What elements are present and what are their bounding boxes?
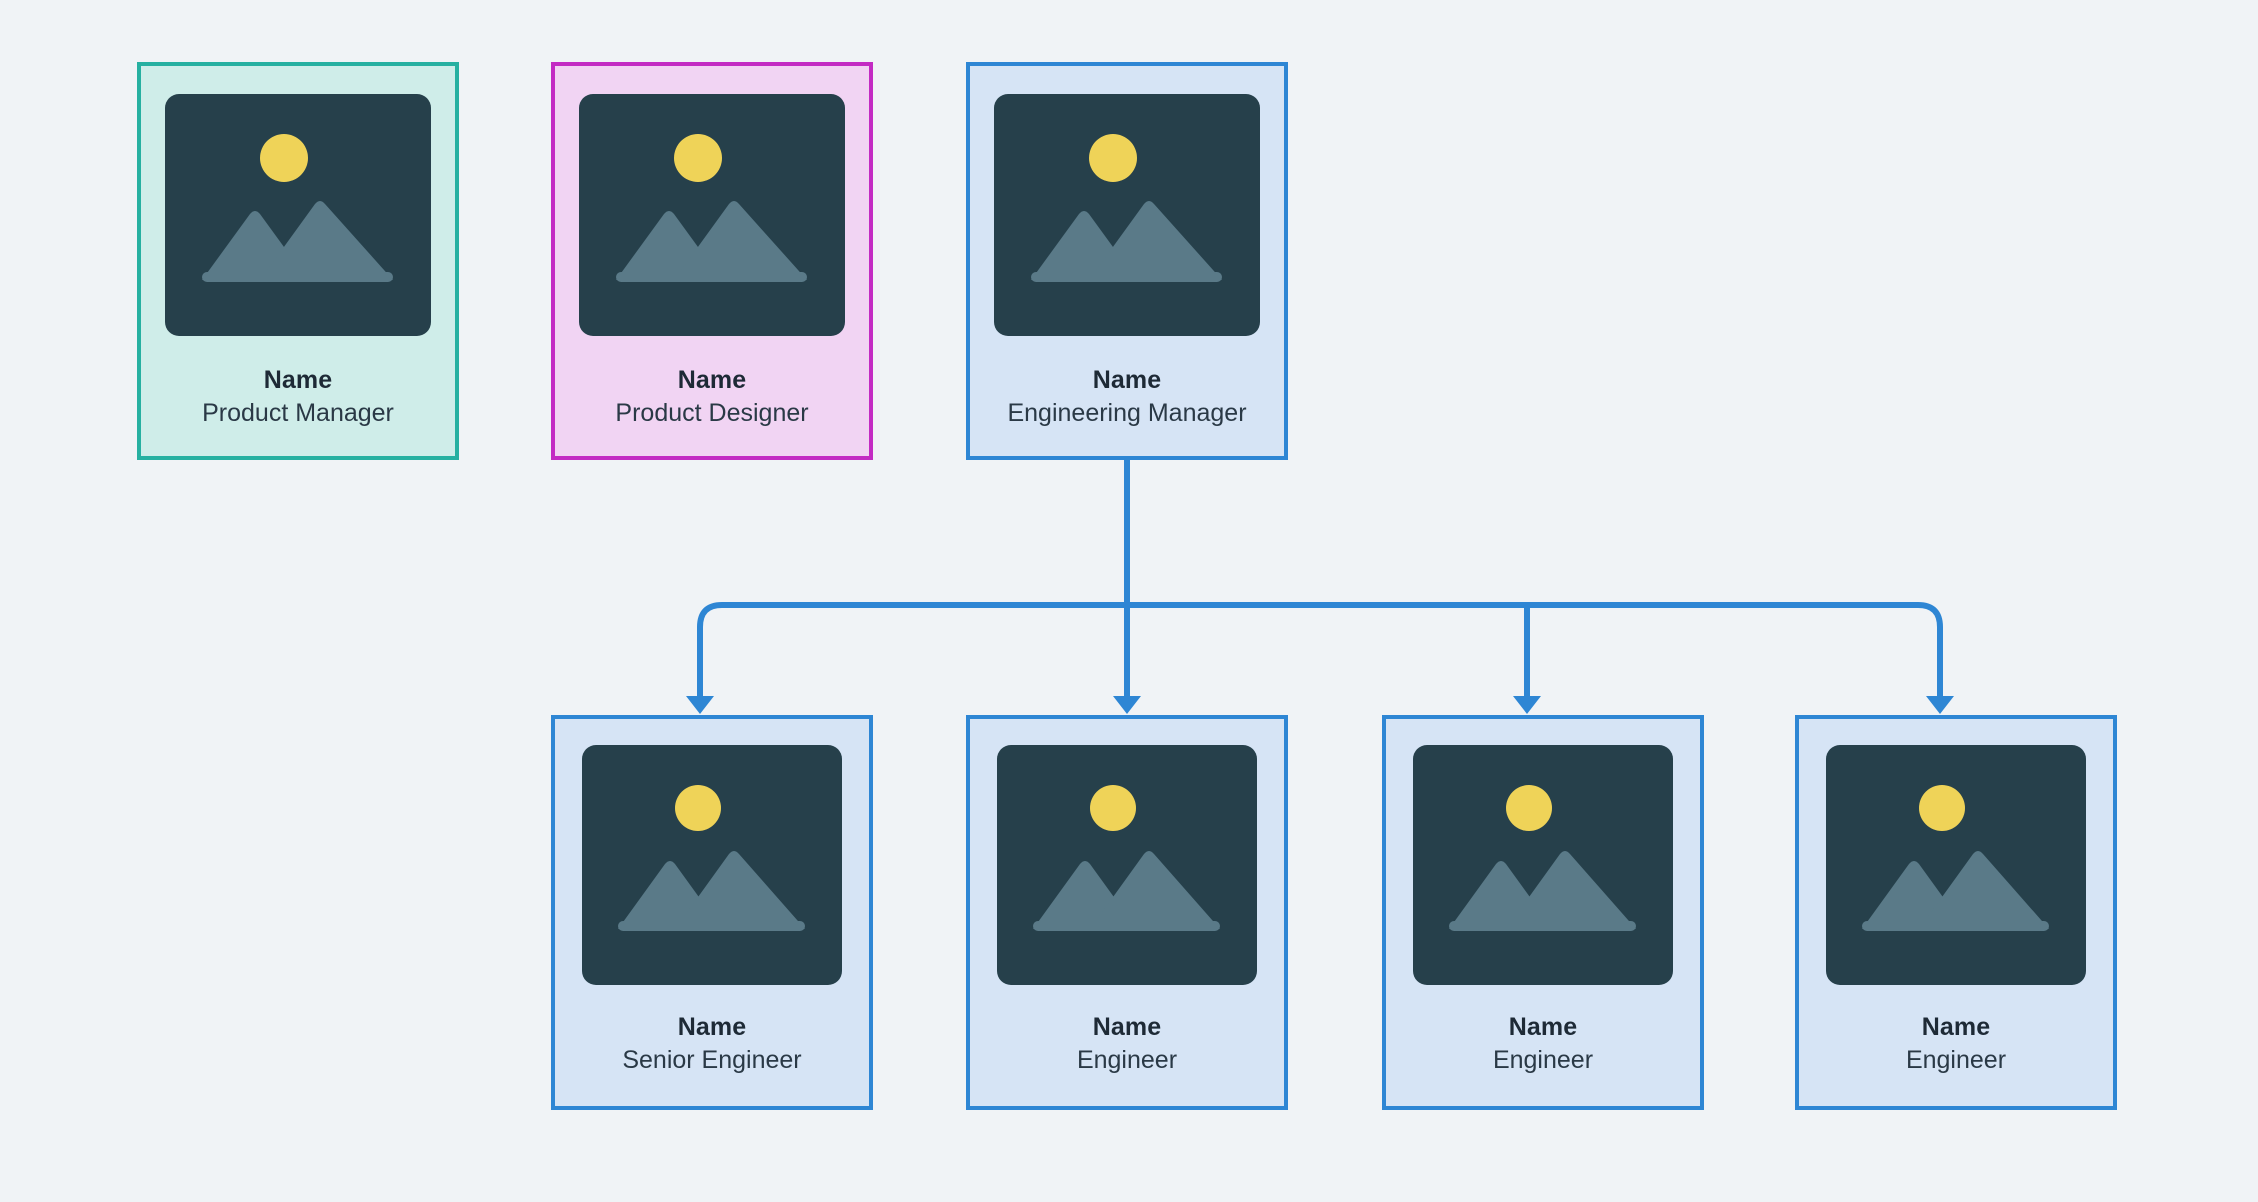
- node-card-engineering-manager[interactable]: Name Engineering Manager: [966, 62, 1288, 460]
- node-card-engineer-3[interactable]: Name Engineer: [1795, 715, 2117, 1110]
- node-card-engineer-2[interactable]: Name Engineer: [1382, 715, 1704, 1110]
- mountains-icon: [1862, 851, 2049, 931]
- node-role: Product Designer: [615, 399, 809, 427]
- node-name: Name: [677, 366, 747, 394]
- node-role: Senior Engineer: [622, 1046, 802, 1074]
- node-name: Name: [1508, 1013, 1578, 1041]
- image-placeholder-icon: [1826, 745, 2086, 985]
- arrow-down-icon: [1926, 696, 1954, 714]
- sun-icon: [674, 134, 722, 182]
- image-placeholder-icon: [1413, 745, 1673, 985]
- node-name: Name: [1921, 1013, 1991, 1041]
- node-name: Name: [677, 1013, 747, 1041]
- node-name: Name: [263, 366, 333, 394]
- node-name: Name: [1092, 366, 1162, 394]
- node-role: Engineer: [1076, 1046, 1178, 1074]
- image-placeholder-icon: [165, 94, 431, 336]
- image-placeholder-icon: [579, 94, 845, 336]
- node-card-senior-engineer[interactable]: Name Senior Engineer: [551, 715, 873, 1110]
- node-text-product-manager: Name Product Manager: [141, 364, 455, 430]
- node-role: Engineering Manager: [1007, 399, 1247, 427]
- mountains-icon: [202, 201, 393, 282]
- image-placeholder-icon: [582, 745, 842, 985]
- node-text-engineering-manager: Name Engineering Manager: [970, 364, 1284, 430]
- sun-icon: [1919, 785, 1965, 831]
- node-name: Name: [1092, 1013, 1162, 1041]
- sun-icon: [675, 785, 721, 831]
- node-role: Engineer: [1905, 1046, 2007, 1074]
- mountains-icon: [1449, 851, 1636, 931]
- sun-icon: [1089, 134, 1137, 182]
- sun-icon: [1090, 785, 1136, 831]
- arrow-down-icon: [1113, 696, 1141, 714]
- sun-icon: [1506, 785, 1552, 831]
- node-text-product-designer: Name Product Designer: [555, 364, 869, 430]
- image-placeholder-icon: [997, 745, 1257, 985]
- mountains-icon: [616, 201, 807, 282]
- mountains-icon: [1031, 201, 1222, 282]
- node-role: Engineer: [1492, 1046, 1594, 1074]
- image-placeholder-icon: [994, 94, 1260, 336]
- node-text-engineer-1: Name Engineer: [970, 1011, 1284, 1077]
- node-text-engineer-3: Name Engineer: [1799, 1011, 2113, 1077]
- node-text-engineer-2: Name Engineer: [1386, 1011, 1700, 1077]
- node-text-senior-engineer: Name Senior Engineer: [555, 1011, 869, 1077]
- mountains-icon: [1033, 851, 1220, 931]
- sun-icon: [260, 134, 308, 182]
- node-card-product-manager[interactable]: Name Product Manager: [137, 62, 459, 460]
- arrow-down-icon: [686, 696, 714, 714]
- node-card-engineer-1[interactable]: Name Engineer: [966, 715, 1288, 1110]
- mountains-icon: [618, 851, 805, 931]
- arrow-down-icon: [1513, 696, 1541, 714]
- node-card-product-designer[interactable]: Name Product Designer: [551, 62, 873, 460]
- edge-bus: [697, 602, 1943, 628]
- node-role: Product Manager: [202, 399, 394, 427]
